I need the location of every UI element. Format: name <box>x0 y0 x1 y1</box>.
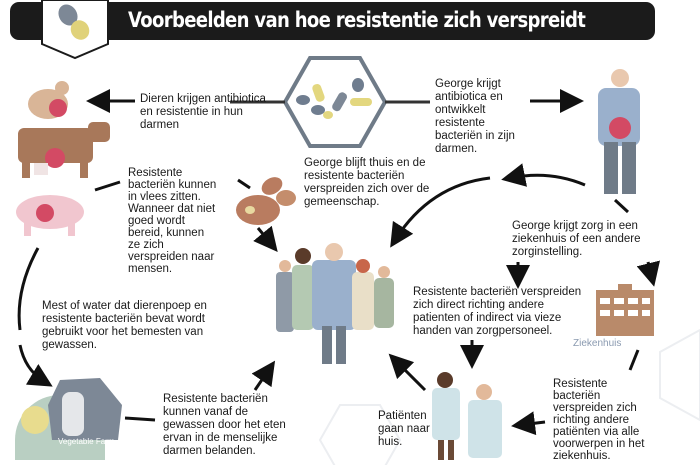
step-george-antibiotics: George krijgt antibiotica en ontwikkelt … <box>435 78 515 155</box>
farm-label: Vegetable Farm <box>58 437 115 446</box>
community-people <box>276 243 394 364</box>
hospital-label: Ziekenhuis <box>573 338 622 349</box>
george-figure <box>598 69 640 194</box>
step-crops: Resistente bacteriën kunnen vanaf de gew… <box>163 393 286 457</box>
cow-icon <box>18 122 110 178</box>
hospital-icon <box>596 284 654 336</box>
pills-badge-icon <box>41 0 109 60</box>
step-hospital-objects: Resistente bacteriën verspreiden zich ri… <box>553 378 645 462</box>
step-meat: Resistente bacteriën kunnen in vlees zit… <box>128 167 217 275</box>
antibiotics-pills-icon <box>230 56 430 148</box>
step-direct-spread: Resistente bacteriën verspreiden zich di… <box>413 286 582 337</box>
step-george-care: George krijgt zorg in een ziekenhuis of … <box>512 220 641 258</box>
page-title: Voorbeelden van hoe resistentie zich ver… <box>128 8 586 32</box>
pig-icon <box>16 195 84 236</box>
step-patients-home: Patiënten gaan naar huis. <box>378 410 430 448</box>
flow-arrows <box>17 89 661 436</box>
meat-icon <box>236 177 296 225</box>
step-george-home: George blijft thuis en de resistente bac… <box>304 157 430 208</box>
vegetable-farm-icon <box>15 378 122 460</box>
step-animals-antibiotics: Dieren krijgen antibiotica en resistenti… <box>140 93 266 131</box>
chicken-icon <box>28 81 69 119</box>
step-manure: Mest of water dat dierenpoep en resisten… <box>42 300 207 351</box>
patients-figure <box>432 372 502 460</box>
title-bar <box>10 2 655 40</box>
